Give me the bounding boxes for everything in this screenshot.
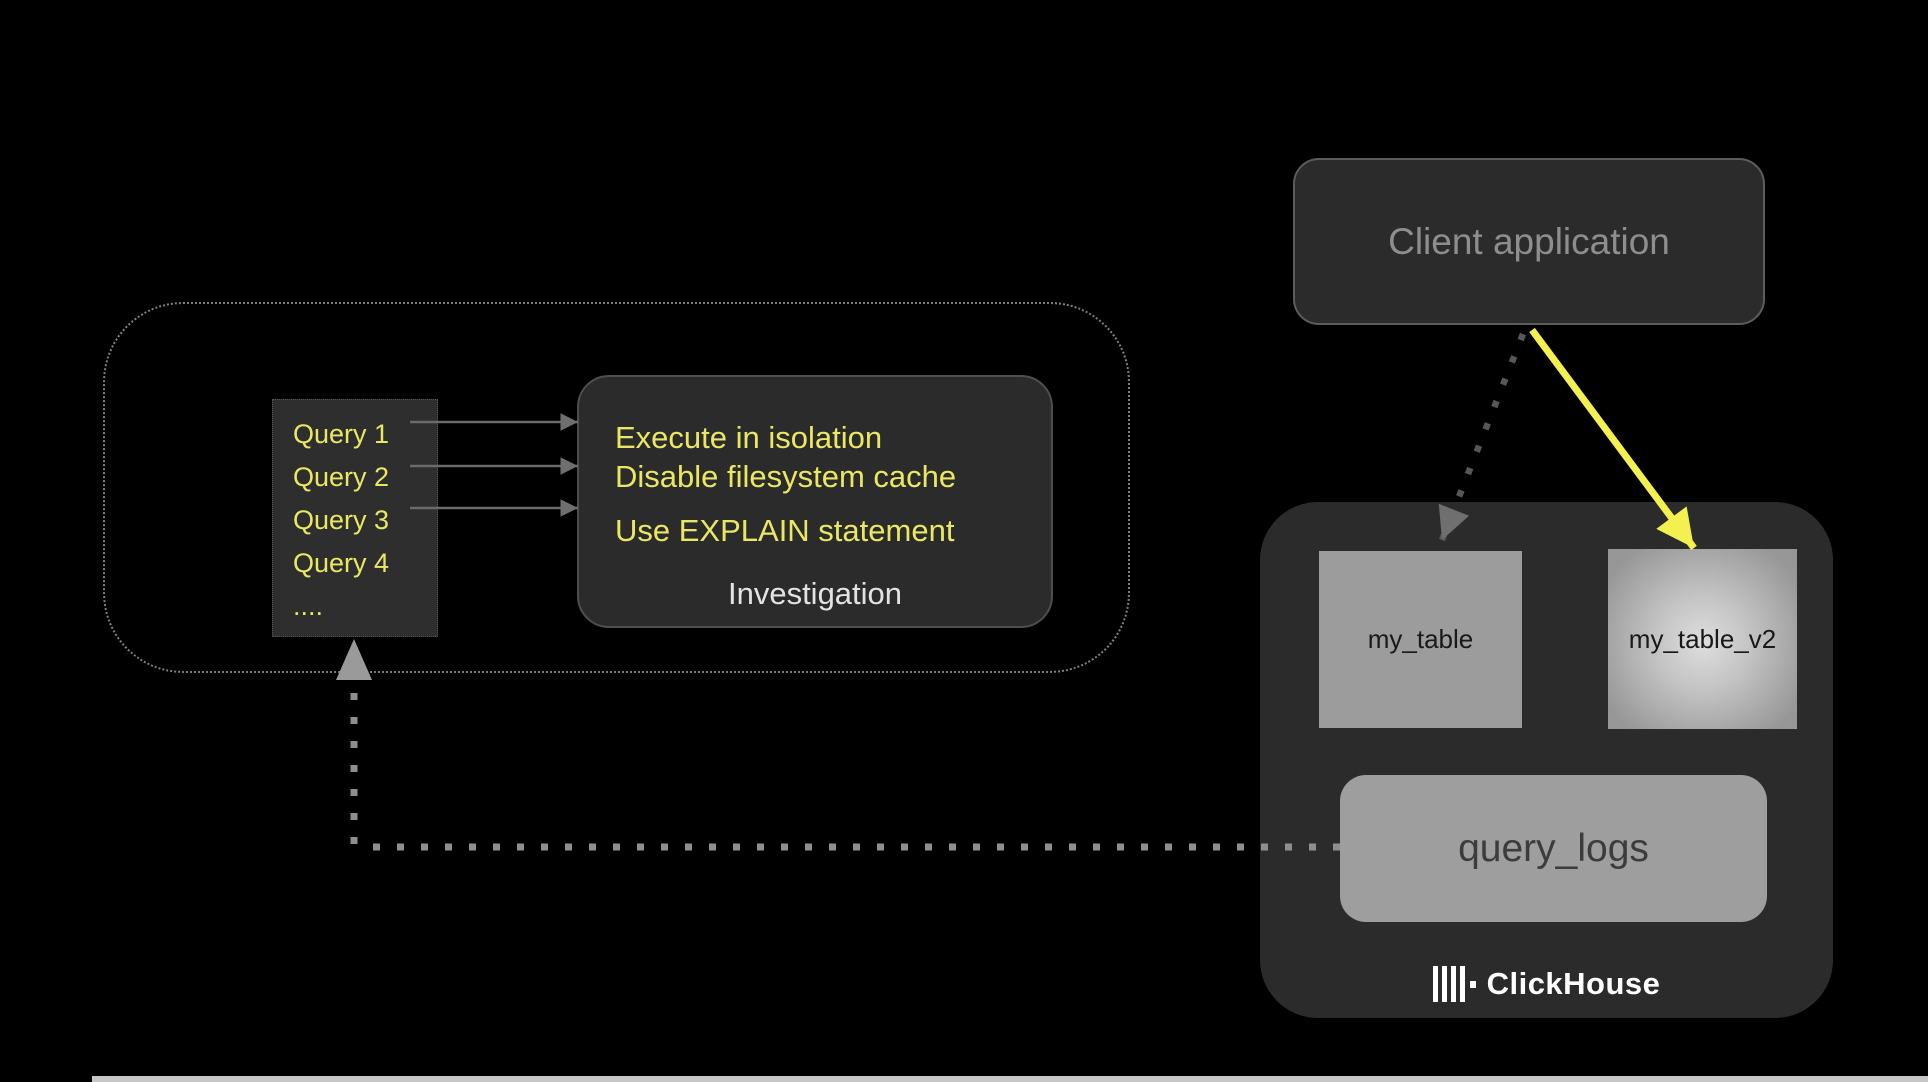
clickhouse-logo-bar: [1459, 966, 1465, 1002]
query-list-box: Query 1 Query 2 Query 3 Query 4 ....: [272, 399, 438, 637]
my-table-v2-label: my_table_v2: [1628, 623, 1777, 654]
clickhouse-logo-bar: [1432, 966, 1438, 1002]
query-logs-box: query_logs: [1340, 775, 1767, 922]
clickhouse-logo-dot: [1469, 980, 1476, 988]
my-table-box: my_table: [1319, 551, 1522, 728]
query-list-ellipsis: ....: [293, 591, 324, 621]
clickhouse-container: my_table my_table_v2 query_logs ClickHou…: [1260, 502, 1833, 1018]
investigation-box: Execute in isolation Disable filesystem …: [577, 375, 1053, 628]
clickhouse-logo-icon: [1432, 966, 1476, 1002]
clickhouse-brand-row: ClickHouse: [1260, 966, 1833, 1002]
investigation-line: Disable filesystem cache: [615, 459, 957, 494]
query-list-item: Query 1: [293, 419, 390, 449]
clickhouse-logo-bar: [1441, 966, 1447, 1002]
client-application-label: Client application: [1388, 220, 1670, 262]
investigation-line: Execute in isolation: [615, 420, 883, 455]
investigation-group-outline: [103, 302, 1130, 673]
query-logs-label: query_logs: [1458, 826, 1649, 870]
my-table-label: my_table: [1367, 624, 1474, 654]
bottom-edge-strip: [92, 1076, 1928, 1082]
query-list-item: Query 3: [293, 505, 390, 535]
clickhouse-logo-bar: [1450, 966, 1456, 1002]
investigation-caption: Investigation: [727, 576, 903, 611]
investigation-line: Use EXPLAIN statement: [615, 513, 955, 548]
my-table-v2-box: my_table_v2: [1608, 549, 1797, 729]
query-list-item: Query 2: [293, 462, 390, 492]
query-list-item: Query 4: [293, 548, 390, 578]
client-application-box: Client application: [1293, 158, 1765, 325]
clickhouse-brand-label: ClickHouse: [1486, 966, 1661, 1001]
